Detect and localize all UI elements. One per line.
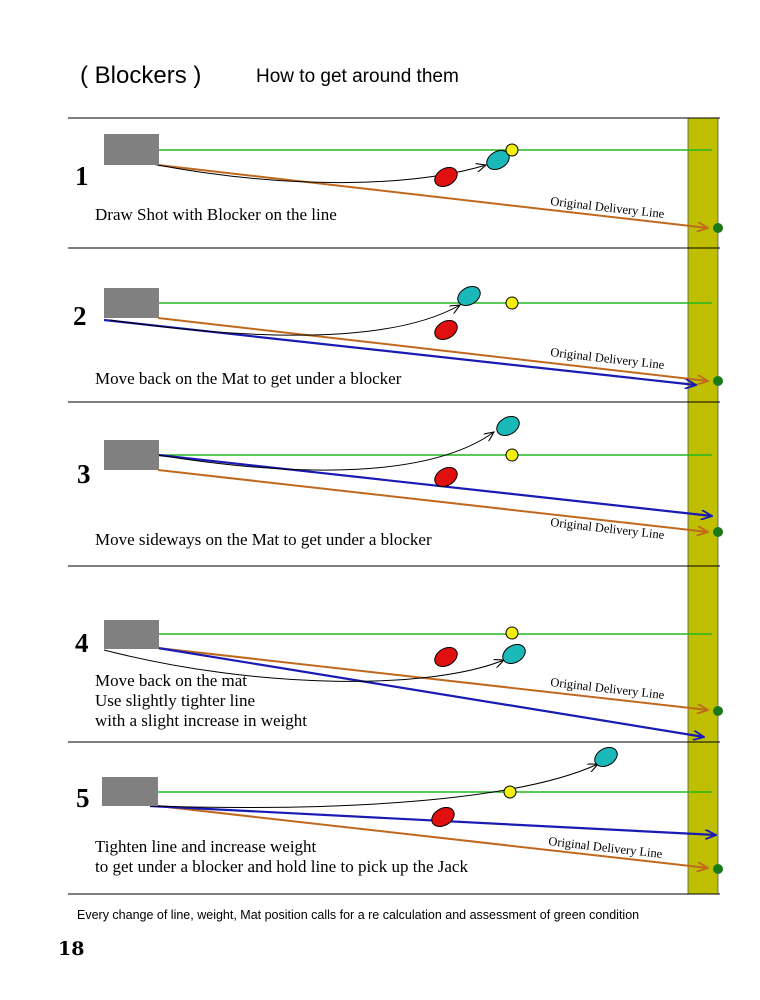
panel-5: 5 Tighten line and increase weight to ge…: [76, 747, 723, 876]
blocker-bowl: [434, 467, 458, 487]
mat: [104, 288, 159, 318]
panel-number: 1: [75, 161, 89, 191]
panel-number: 5: [76, 783, 90, 813]
played-bowl: [496, 416, 520, 436]
jack: [505, 626, 519, 640]
played-bowl: [594, 747, 618, 767]
ditch-marker: [713, 527, 723, 537]
blocker-bowl: [434, 320, 458, 340]
original-delivery-line: [157, 164, 708, 228]
ditch-marker: [713, 223, 723, 233]
panel-caption: Use slightly tighter line: [95, 691, 255, 710]
panel-number: 2: [73, 301, 87, 331]
line-label: Original Delivery Line: [550, 345, 666, 372]
bowl-path: [157, 432, 494, 471]
panel-number: 3: [77, 459, 91, 489]
panel-caption: Move back on the mat: [95, 671, 247, 690]
mat: [104, 620, 159, 649]
panel-caption: Draw Shot with Blocker on the line: [95, 205, 337, 224]
jack: [505, 448, 519, 462]
panel-4: 4 Move back on the mat Use slightly tigh…: [75, 620, 723, 737]
panel-caption: Move sideways on the Mat to get under a …: [95, 530, 432, 549]
mat: [104, 440, 159, 470]
line-label: Original Delivery Line: [550, 515, 666, 542]
panel-3: 3 Move sideways on the Mat to get under …: [77, 416, 723, 549]
jack: [505, 296, 519, 310]
page-subtitle: How to get around them: [256, 66, 459, 87]
panel-2: 2 Move back on the Mat to get under a bl…: [73, 286, 723, 388]
ditch-marker: [713, 864, 723, 874]
ditch-marker: [713, 376, 723, 386]
ditch-strip: [687, 117, 719, 895]
panel-caption: Move back on the Mat to get under a bloc…: [95, 369, 402, 388]
mat: [102, 777, 158, 806]
ditch-marker: [713, 706, 723, 716]
original-delivery-line: [157, 317, 708, 381]
mat: [104, 134, 159, 165]
footer-note: Every change of line, weight, Mat positi…: [77, 908, 640, 922]
blocker-bowl: [434, 167, 458, 187]
played-bowl: [502, 644, 526, 664]
page-number: 18: [58, 938, 85, 960]
original-delivery-line: [157, 469, 708, 532]
jack: [503, 785, 517, 799]
original-delivery-line: [157, 647, 708, 710]
bowl-path: [103, 649, 504, 682]
adjusted-delivery-line: [157, 453, 712, 516]
played-bowl: [457, 286, 481, 306]
blocker-bowl: [434, 647, 458, 667]
panel-caption: to get under a blocker and hold line to …: [95, 857, 468, 876]
page-title: ( Blockers ): [80, 62, 202, 89]
jack: [505, 143, 519, 157]
panel-caption: Tighten line and increase weight: [95, 837, 317, 856]
panel-number: 4: [75, 628, 89, 658]
original-delivery-line: [157, 805, 708, 868]
blocker-bowl: [431, 807, 455, 827]
panel-1: 1 Draw Shot with Blocker on the line Ori…: [75, 134, 723, 233]
bowl-path: [149, 764, 598, 808]
adjusted-delivery-line: [157, 646, 704, 737]
panel-caption: with a slight increase in weight: [95, 711, 307, 730]
bowl-path: [109, 305, 460, 336]
